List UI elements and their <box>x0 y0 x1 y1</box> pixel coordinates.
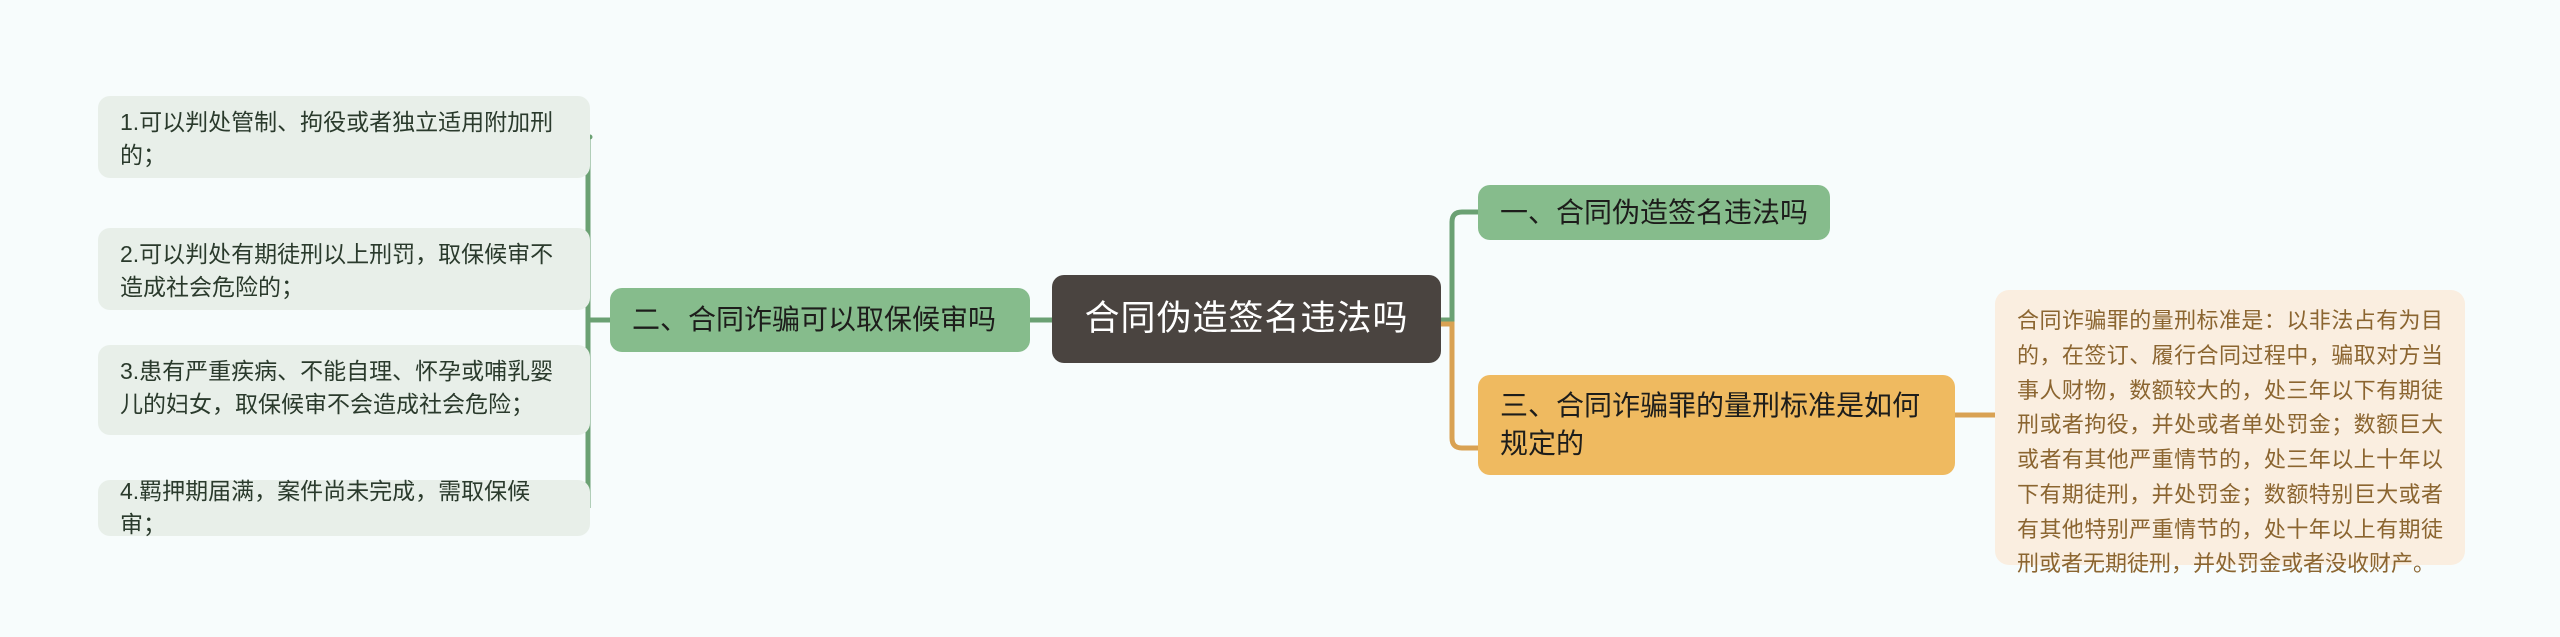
edge-root-to-right-green <box>1438 209 1481 323</box>
list-item[interactable]: 1.可以判处管制、拘役或者独立适用附加刑的； <box>98 96 590 178</box>
list-item[interactable]: 3.患有严重疾病、不能自理、怀孕或哺乳婴儿的妇女，取保候审不会造成社会危险； <box>98 345 590 435</box>
root-node-title[interactable]: 合同伪造签名违法吗 <box>1052 275 1441 363</box>
branch-node-sentencing-standard-question[interactable]: 三、合同诈骗罪的量刑标准是如何规定的 <box>1478 375 1955 475</box>
detail-text-sentencing-standard[interactable]: 合同诈骗罪的量刑标准是：以非法占有为目的，在签订、履行合同过程中，骗取对方当事人… <box>1995 290 2465 576</box>
edge-root-to-right-orange <box>1438 321 1481 451</box>
branch-node-bail-question[interactable]: 二、合同诈骗可以取保候审吗 <box>610 288 1030 352</box>
branch-node-forged-signature-question[interactable]: 一、合同伪造签名违法吗 <box>1478 185 1830 240</box>
list-item[interactable]: 2.可以判处有期徒刑以上刑罚，取保候审不造成社会危险的； <box>98 228 590 310</box>
list-item[interactable]: 4.羁押期届满，案件尚未完成，需取保候审； <box>98 478 590 537</box>
